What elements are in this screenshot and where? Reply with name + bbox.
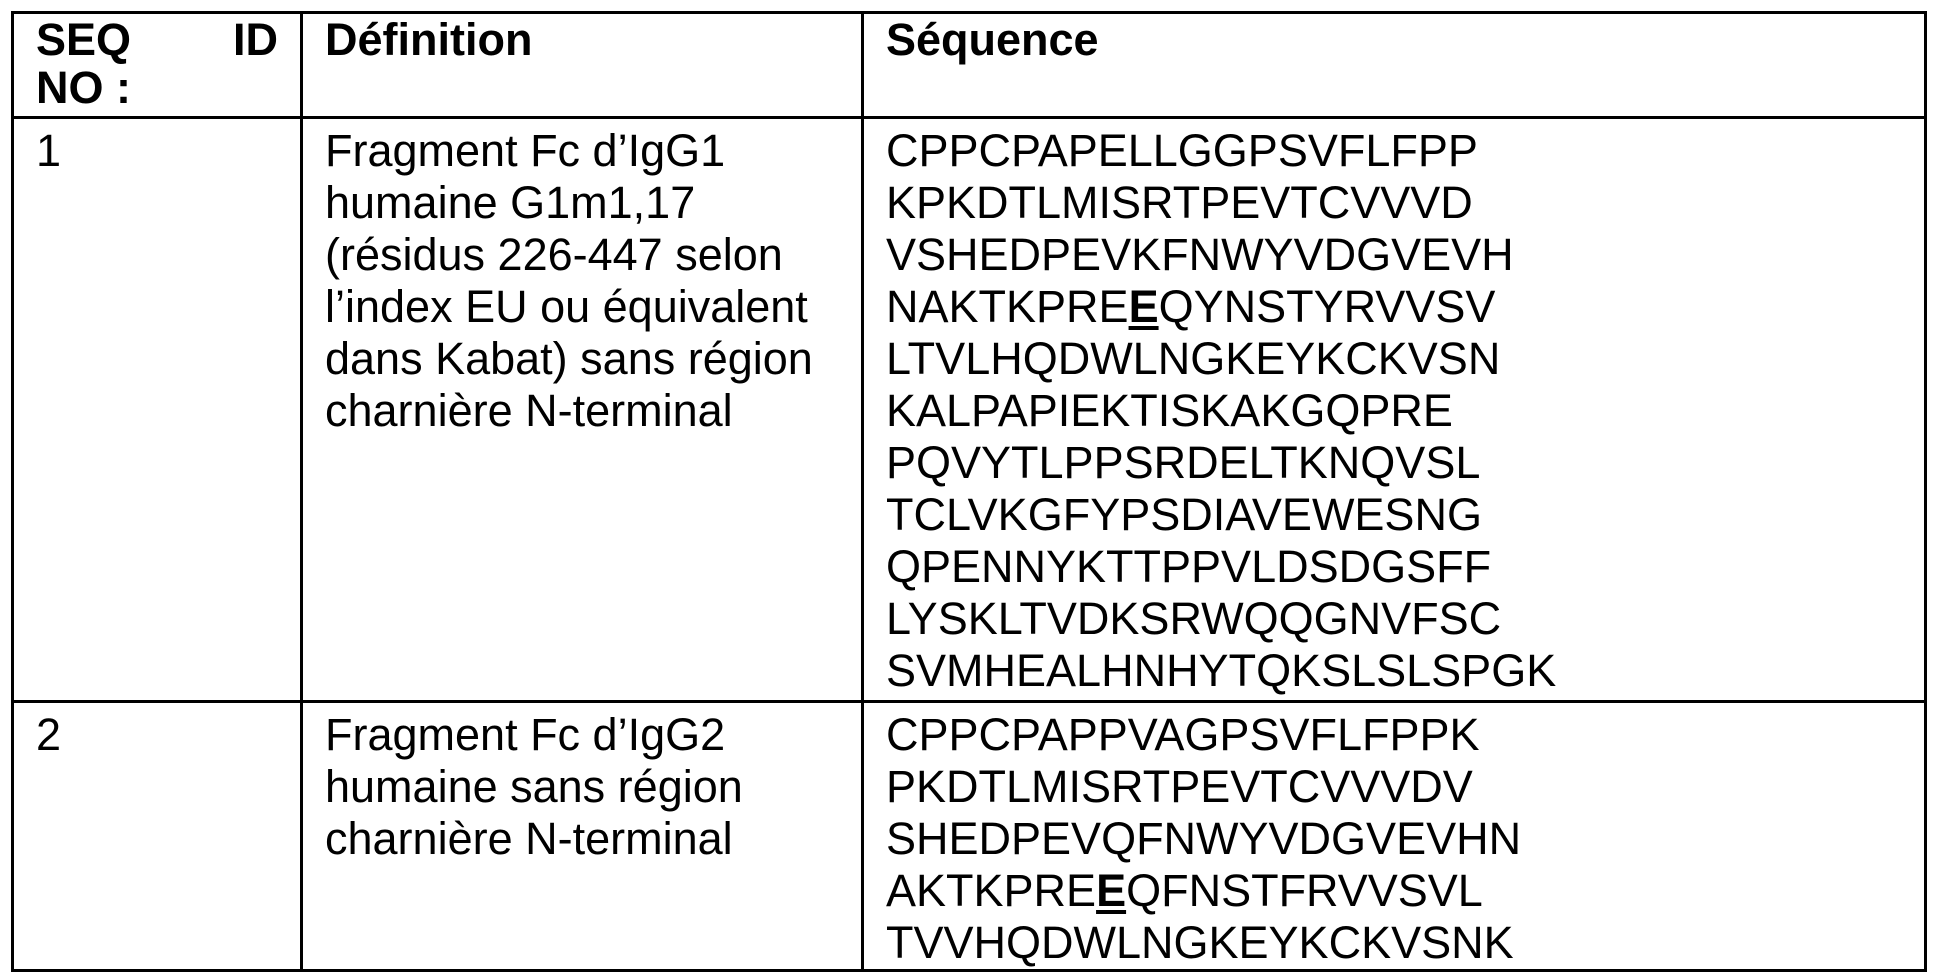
sequence-line: QPENNYKTTPPVLDSDGSFF — [886, 541, 1492, 592]
mutation-residue: E — [1128, 281, 1159, 332]
sequence-table: SEQ ID NO : Définition Séquence 1 Fragme… — [11, 11, 1927, 972]
header-sequence: Séquence — [861, 11, 1927, 119]
cell-seq-id: 2 — [11, 700, 303, 972]
cell-sequence: CPPCPAPELLGGPSVFLFPP KPKDTLMISRTPEVTCVVV… — [861, 116, 1927, 703]
sequence-line: PQVYTLPPSRDELTKNQVSL — [886, 437, 1481, 488]
table-row: 2 Fragment Fc d’IgG2 humaine sans région… — [11, 700, 1927, 972]
sequence-line: SVMHEALHNHYTQKSLSLSPGK — [886, 645, 1557, 696]
sequence-line: CPPCPAPPVAGPSVFLFPPK — [886, 709, 1480, 760]
sequence-line: SHEDPEVQFNWYVDGVEVHN — [886, 813, 1522, 864]
sequence-line: KPKDTLMISRTPEVTCVVVD — [886, 177, 1473, 228]
cell-definition: Fragment Fc d’IgG2 humaine sans région c… — [300, 700, 864, 972]
sequence-line: LTVLHQDWLNGKEYKCKVSN — [886, 333, 1501, 384]
header-seq-id-word2: ID — [233, 14, 278, 65]
header-seq-id-line2: NO : — [36, 62, 131, 113]
cell-seq-id: 1 — [11, 116, 303, 703]
table-header-row: SEQ ID NO : Définition Séquence — [11, 11, 1927, 119]
header-seq-id: SEQ ID NO : — [11, 11, 303, 119]
sequence-line: KALPAPIEKTISKAKGQPRE — [886, 385, 1453, 436]
sequence-line: LYSKLTVDKSRWQQGNVFSC — [886, 593, 1502, 644]
sequence-line: NAKTKPREEQYNSTYRVVSV — [886, 281, 1496, 332]
sequence-line: TVVHQDWLNGKEYKCKVSNK — [886, 917, 1514, 968]
header-definition: Définition — [300, 11, 864, 119]
cell-sequence: CPPCPAPPVAGPSVFLFPPK PKDTLMISRTPEVTCVVVD… — [861, 700, 1927, 972]
header-seq-id-word1: SEQ — [36, 14, 132, 65]
sequence-line: CPPCPAPELLGGPSVFLFPP — [886, 125, 1478, 176]
sequence-line: TCLVKGFYPSDIAVEWESNG — [886, 489, 1482, 540]
mutation-residue: E — [1096, 865, 1127, 916]
sequence-line: PKDTLMISRTPEVTCVVVDV — [886, 761, 1473, 812]
cell-definition: Fragment Fc d’IgG1 humaine G1m1,17 (rési… — [300, 116, 864, 703]
sequence-line: AKTKPREEQFNSTFRVVSVL — [886, 865, 1483, 916]
table-row: 1 Fragment Fc d’IgG1 humaine G1m1,17 (ré… — [11, 116, 1927, 703]
sequence-line: VSHEDPEVKFNWYVDGVEVH — [886, 229, 1514, 280]
